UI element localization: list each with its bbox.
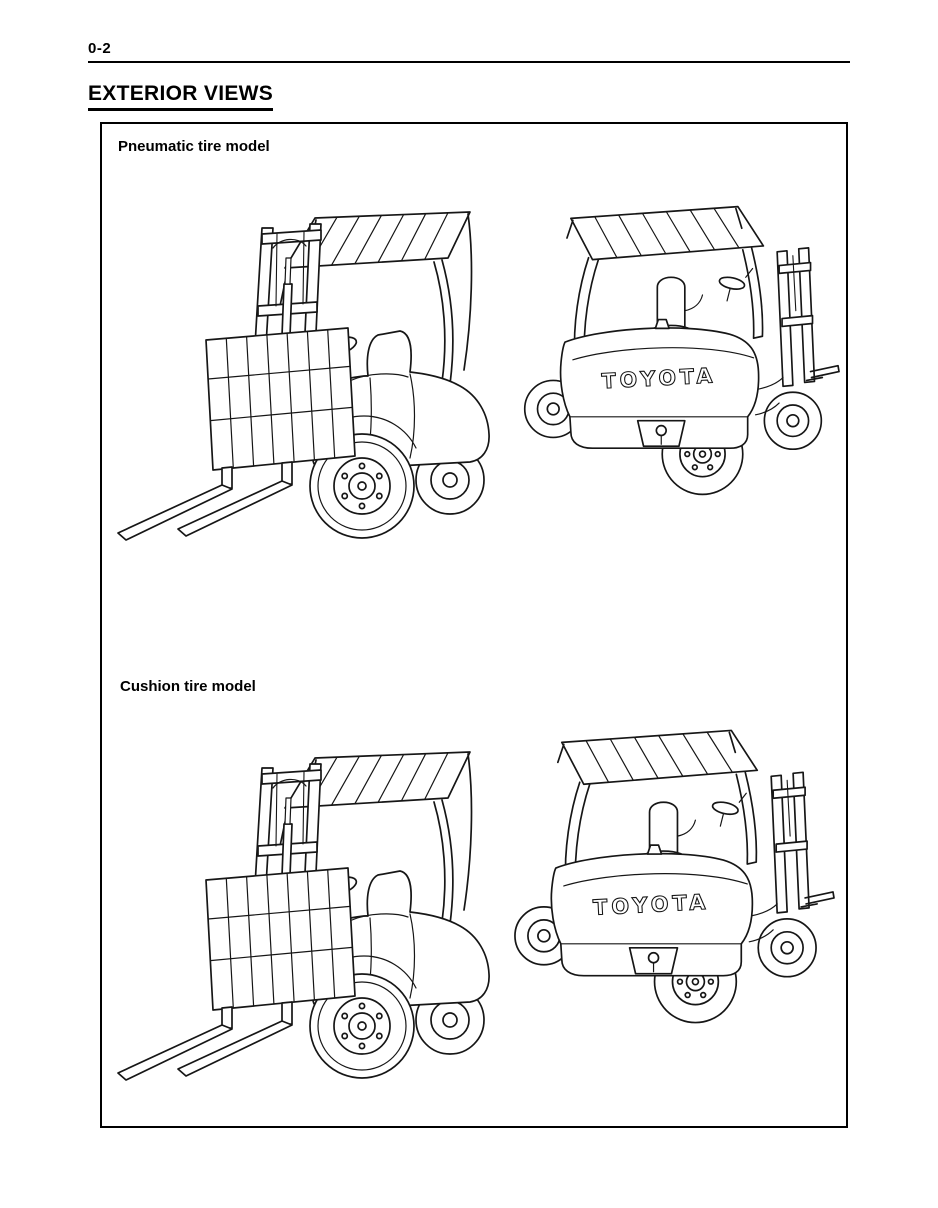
forklift-front-drawing bbox=[110, 728, 500, 1113]
forklift-rear-drawing: TOYOTA bbox=[500, 716, 835, 1036]
figure-cushion-rear-view: TOYOTA bbox=[500, 716, 835, 1036]
section-label-pneumatic: Pneumatic tire model bbox=[118, 138, 270, 155]
page-number: 0-2 bbox=[88, 40, 112, 57]
exterior-views-panel: Pneumatic tire model TOYOTA Cushion tire… bbox=[100, 122, 848, 1128]
page-title: EXTERIOR VIEWS bbox=[88, 82, 274, 111]
header-rule bbox=[88, 61, 850, 63]
figure-pneumatic-front-view bbox=[110, 188, 500, 573]
forklift-front-drawing bbox=[110, 188, 500, 573]
brand-text: TOYOTA bbox=[601, 363, 717, 393]
figure-pneumatic-rear-view: TOYOTA bbox=[510, 192, 840, 508]
forklift-rear-drawing: TOYOTA bbox=[510, 192, 840, 508]
section-label-cushion: Cushion tire model bbox=[120, 678, 256, 695]
figure-cushion-front-view bbox=[110, 728, 500, 1113]
